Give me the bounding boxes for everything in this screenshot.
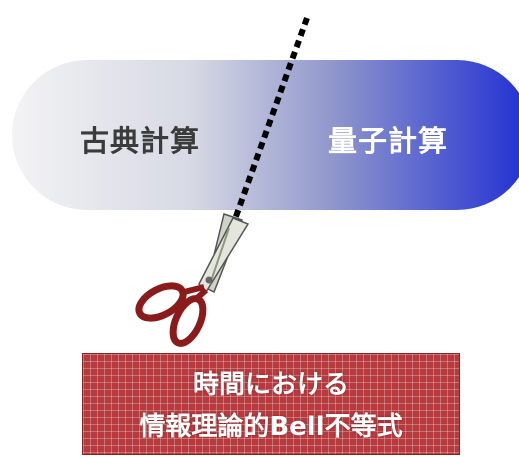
- classical-computing-label: 古典計算: [80, 124, 201, 158]
- box-title-line-1: 時間における: [192, 370, 349, 400]
- information-theoretic-bell-inequality-box: 時間における 情報理論的Bell不等式: [82, 353, 460, 455]
- dotted-cut-line: [231, 16, 310, 224]
- box-title-line-2: 情報理論的Bell不等式: [139, 412, 403, 442]
- scissors-icon: [135, 213, 250, 347]
- quantum-computing-label: 量子計算: [328, 124, 449, 158]
